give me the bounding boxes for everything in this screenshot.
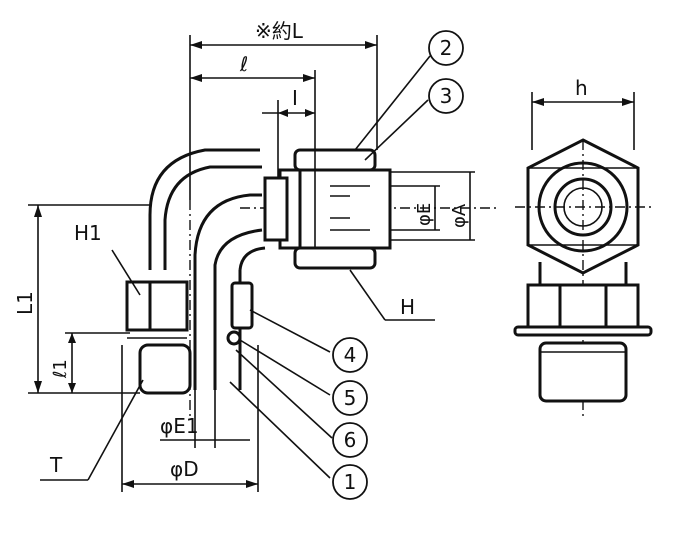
front-washer	[513, 325, 653, 337]
leader-3	[364, 99, 429, 161]
side-view: ※約L ℓ I φE φA L1 ℓ1 H1	[13, 19, 500, 500]
leader-h1	[111, 249, 141, 296]
leader-h	[349, 269, 386, 321]
label-height-l1: L1	[13, 291, 37, 315]
elbow-outer-curve	[148, 148, 260, 270]
label-diameter-e: φE	[414, 203, 435, 226]
svg-text:2: 2	[440, 36, 453, 60]
callout-5: 5	[332, 380, 368, 416]
dim-arrows-i	[278, 109, 315, 117]
thread-t	[138, 343, 192, 395]
label-hex-h: H	[400, 295, 415, 319]
nut-body	[278, 168, 392, 250]
leader-2	[354, 55, 431, 151]
svg-text:5: 5	[344, 386, 357, 410]
callout-3: 3	[428, 78, 464, 114]
tube-insert-lines	[330, 185, 370, 231]
label-diameter-a: φA	[449, 203, 470, 228]
nut-bottom	[293, 246, 377, 270]
svg-text:6: 6	[344, 428, 357, 452]
front-body-sides	[538, 262, 628, 285]
leader-4	[249, 309, 331, 353]
svg-text:4: 4	[344, 343, 357, 367]
part-5	[226, 330, 242, 346]
label-hex-h1: H1	[74, 221, 102, 245]
label-height-l1-small: ℓ1	[50, 359, 71, 379]
label-diameter-e1: φE1	[160, 414, 199, 438]
callout-1: 1	[332, 464, 368, 500]
front-thread	[538, 341, 628, 403]
dim-arrows-h	[532, 98, 634, 106]
leader-5	[239, 339, 331, 396]
elbow-outer-curve-2	[163, 165, 262, 270]
label-diameter-d: φD	[170, 457, 199, 481]
part-4	[230, 281, 254, 330]
label-length-l: ℓ	[239, 52, 248, 76]
callout-2: 2	[428, 30, 464, 66]
leader-6	[235, 349, 333, 439]
label-width-h: h	[575, 76, 588, 100]
label-thread-t: T	[49, 453, 63, 477]
label-overall-length: ※約L	[255, 19, 304, 43]
front-hex-h1	[526, 283, 640, 329]
elbow-inner-curve	[193, 193, 262, 390]
svg-text:3: 3	[440, 84, 453, 108]
leader-1	[229, 381, 331, 479]
svg-text:1: 1	[344, 470, 357, 494]
callout-6: 6	[332, 422, 368, 458]
leader-t	[87, 379, 144, 481]
elbow-inner-curve-2	[213, 228, 263, 390]
nut-top	[293, 148, 377, 172]
elbow-inner-fillet	[238, 246, 266, 271]
tube-collar	[263, 176, 289, 242]
front-view: h	[513, 76, 653, 420]
callout-4: 4	[332, 337, 368, 373]
label-length-i: I	[292, 86, 298, 110]
